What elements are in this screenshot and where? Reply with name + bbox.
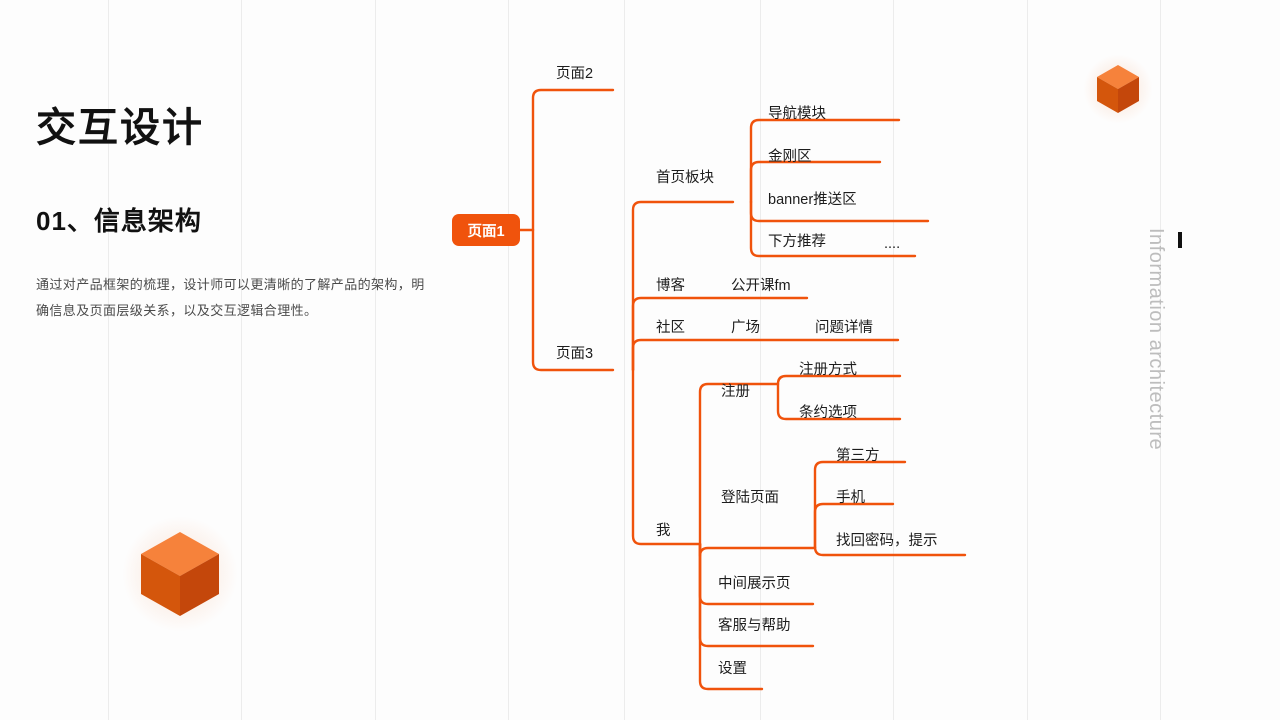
node-label-terms-option: 条约选项	[799, 404, 857, 421]
edge-root-to-page3	[531, 228, 615, 372]
edge-me-to-register	[698, 382, 780, 546]
node-label-bottom-recommend: 下方推荐	[768, 233, 826, 250]
mindmap-root-node[interactable]: 页面1	[452, 214, 520, 246]
node-label-plaza: 广场	[731, 319, 760, 336]
caption-bar-marker	[1178, 232, 1182, 248]
edge-me-to-settings	[698, 542, 764, 691]
node-label-page3: 页面3	[556, 346, 593, 362]
page-title: 交互设计	[36, 106, 204, 150]
decorative-cube-small	[1070, 41, 1166, 137]
node-label-blog: 博客	[656, 277, 685, 294]
node-label-login-page: 登陆页面	[721, 489, 779, 506]
edge-home-to-recommend	[749, 200, 917, 258]
edge-page3-to-community	[631, 338, 900, 372]
node-label-third-party: 第三方	[836, 446, 880, 464]
edge-me-to-login	[698, 542, 817, 558]
edge-register-to-method	[776, 374, 902, 386]
node-label-banner-zone: banner推送区	[768, 191, 857, 208]
edge-page3-to-homepage	[631, 200, 735, 372]
node-label-support-help: 客服与帮助	[718, 617, 791, 634]
node-label-settings: 设置	[718, 660, 747, 677]
edge-login-to-thirdparty	[813, 460, 907, 550]
section-heading: 01、信息架构	[36, 206, 202, 236]
node-label-middle-display: 中间展示页	[718, 575, 791, 592]
edge-page3-to-blog	[631, 296, 809, 372]
node-label-recover-password: 找回密码，提示	[836, 532, 938, 549]
cube-icon	[141, 532, 219, 616]
edge-home-to-nav	[749, 118, 901, 204]
node-label-me: 我	[656, 522, 671, 539]
node-label-register-method: 注册方式	[799, 361, 857, 378]
decorative-cube-large	[100, 494, 260, 654]
ellipsis-marker: ....	[884, 236, 900, 252]
body-paragraph: 通过对产品框架的梳理，设计师可以更清晰的了解产品的架构，明确信息及页面层级关系，…	[36, 277, 425, 318]
node-label-open-class: 公开课fm	[731, 277, 791, 294]
node-label-jingang-zone: 金刚区	[768, 148, 812, 165]
node-label-register: 注册	[721, 383, 750, 400]
node-label-question-detail: 问题详情	[815, 319, 873, 336]
edge-me-to-middle	[698, 542, 815, 606]
edge-page3-to-me	[631, 368, 702, 546]
node-label-page2: 页面2	[556, 66, 593, 82]
cube-icon	[1097, 65, 1139, 113]
edge-login-to-phone	[813, 502, 895, 550]
edge-login-to-recover	[813, 545, 967, 557]
node-label-nav-module: 导航模块	[768, 105, 826, 122]
node-label: 页面1	[467, 223, 504, 240]
node-label-phone: 手机	[836, 489, 865, 506]
edge-root-to-page2	[531, 88, 615, 232]
node-label-homepage: 首页板块	[656, 168, 714, 186]
node-label-community: 社区	[656, 319, 685, 336]
edge-register-to-terms	[776, 382, 902, 421]
edge-home-to-jingang	[749, 160, 882, 204]
